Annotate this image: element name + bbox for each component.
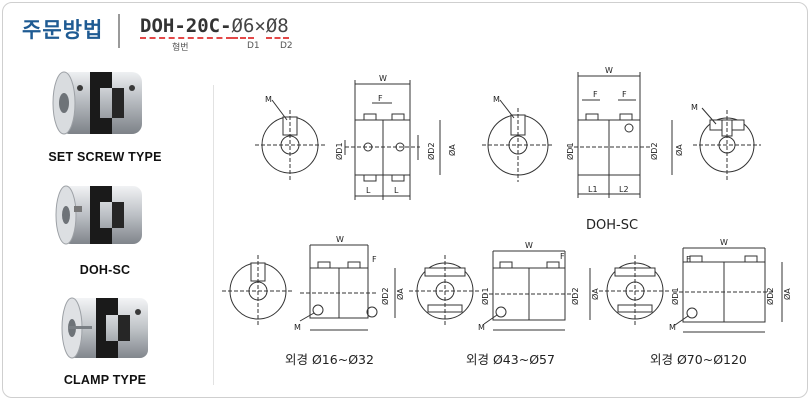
product-label-clamp: CLAMP TYPE: [63, 373, 147, 387]
label-d2: D2: [280, 41, 293, 51]
dim-a-2: ØA: [674, 144, 684, 156]
dim-l1-2: L1: [588, 185, 598, 194]
caption-small: 외경 Ø16~Ø32: [285, 352, 374, 367]
dim-d2-1: ØD2: [426, 142, 436, 160]
dim-l-1b: L: [394, 186, 399, 195]
dim-a-6: ØA: [782, 288, 792, 300]
end-view-set-screw: [255, 99, 325, 180]
doh-sc-coupling-image: [55, 185, 142, 245]
d2-value: Ø8: [265, 15, 289, 39]
page-title: 주문방법: [22, 18, 104, 42]
dim-d1-2: ØD1: [565, 142, 575, 160]
dim-d2-2: ØD2: [649, 142, 659, 160]
dim-m-2: M: [493, 95, 500, 104]
end-view-small: [222, 255, 294, 327]
title-divider: [118, 14, 120, 48]
dim-d2-4: ØD2: [380, 287, 390, 305]
times-sign: ×: [254, 15, 266, 37]
caption-large: 외경 Ø70~Ø120: [650, 352, 747, 367]
dim-m-6: M: [669, 323, 676, 332]
dim-a-1: ØA: [447, 144, 457, 156]
set-screw-coupling-image: [52, 71, 142, 135]
dim-w-1: W: [379, 74, 387, 83]
end-view-medium: [409, 255, 481, 327]
end-view-doh-sc: [482, 99, 554, 182]
dim-d1-6: ØD1: [670, 287, 680, 305]
dim-w-4: W: [336, 235, 344, 244]
label-model: 형번: [172, 43, 189, 53]
dim-f-2b: F: [622, 90, 627, 99]
d1-value: Ø6: [231, 15, 255, 39]
dim-f-4: F: [372, 255, 377, 264]
caption-medium: 외경 Ø43~Ø57: [466, 352, 555, 367]
column-divider: [213, 85, 214, 385]
end-view-clamp-top: [693, 107, 761, 180]
dim-l2-2: L2: [619, 185, 629, 194]
dim-w-5: W: [525, 241, 533, 250]
dim-m-3: M: [691, 103, 698, 112]
model-code-text: DOH-20C-: [140, 15, 232, 39]
product-label-set-screw: SET SCREW TYPE: [48, 150, 162, 164]
side-view-small: [299, 244, 396, 331]
dim-m-1: M: [265, 95, 272, 104]
end-view-large: [599, 255, 671, 327]
dim-d1-1: ØD1: [334, 142, 344, 160]
dim-m-4: M: [294, 323, 301, 332]
side-view-medium: [483, 250, 591, 331]
dim-w-2: W: [605, 66, 613, 75]
clamp-coupling-image: [61, 297, 148, 359]
side-view-doh-sc: [568, 72, 673, 198]
dim-f-1: F: [378, 94, 383, 103]
side-view-large: [673, 247, 783, 333]
dim-d2-6: ØD2: [765, 287, 775, 305]
dim-m-5: M: [478, 323, 485, 332]
dim-a-5: ØA: [590, 288, 600, 300]
label-d1: D1: [247, 41, 260, 51]
product-label-doh-sc: DOH-SC: [79, 263, 131, 277]
dim-d1-5: ØD1: [480, 287, 490, 305]
dim-d2-5: ØD2: [570, 287, 580, 305]
dim-a-4: ØA: [395, 288, 405, 300]
dim-f-6: F: [686, 255, 691, 264]
caption-doh-sc: DOH-SC: [586, 218, 639, 233]
dim-f-5: F: [560, 252, 565, 261]
side-view-set-screw: [344, 80, 441, 200]
dim-f-2a: F: [593, 90, 598, 99]
dim-l-1a: L: [366, 186, 371, 195]
model-code: DOH-20C-Ø6×Ø8: [140, 15, 289, 39]
dim-w-6: W: [720, 238, 728, 247]
